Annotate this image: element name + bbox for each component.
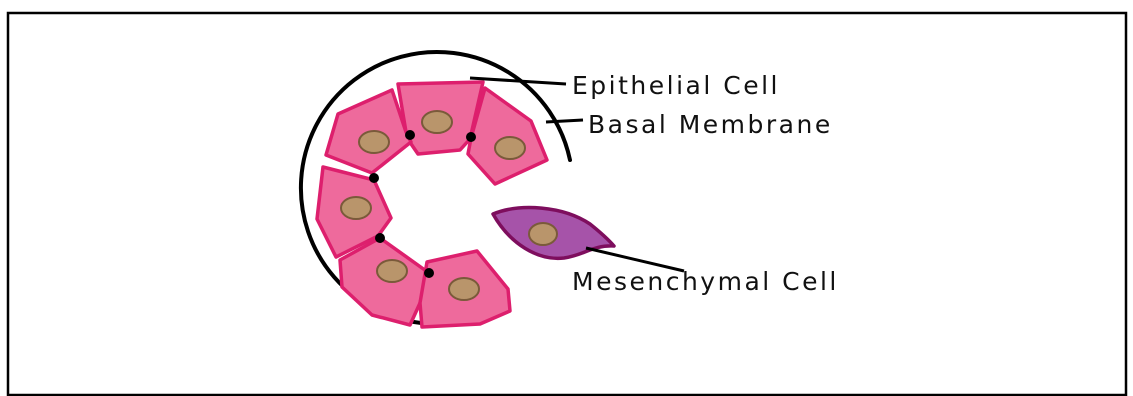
epithelial-cell bbox=[326, 90, 411, 173]
epithelial-cell bbox=[340, 238, 429, 325]
junction-dot bbox=[424, 268, 434, 278]
label-epithelial-cell: Epithelial Cell bbox=[572, 71, 780, 100]
junction-dot bbox=[369, 173, 379, 183]
epithelial-cells bbox=[317, 82, 547, 327]
basal-leader-line bbox=[546, 120, 583, 122]
epithelial-cell bbox=[420, 251, 510, 327]
nucleus bbox=[529, 223, 557, 245]
nucleus bbox=[422, 111, 452, 133]
junction-dot bbox=[466, 132, 476, 142]
nucleus bbox=[359, 131, 389, 153]
nucleus bbox=[377, 260, 407, 282]
diagram-border bbox=[8, 13, 1126, 395]
label-basal-membrane: Basal Membrane bbox=[588, 110, 833, 139]
nucleus bbox=[495, 137, 525, 159]
epithelial-cell-body bbox=[468, 88, 547, 184]
nucleus bbox=[341, 197, 371, 219]
nucleus bbox=[449, 278, 479, 300]
junction-dot bbox=[375, 233, 385, 243]
epithelial-cell bbox=[468, 88, 547, 184]
junction-dot bbox=[405, 130, 415, 140]
label-mesenchymal-cell: Mesenchymal Cell bbox=[572, 267, 839, 296]
